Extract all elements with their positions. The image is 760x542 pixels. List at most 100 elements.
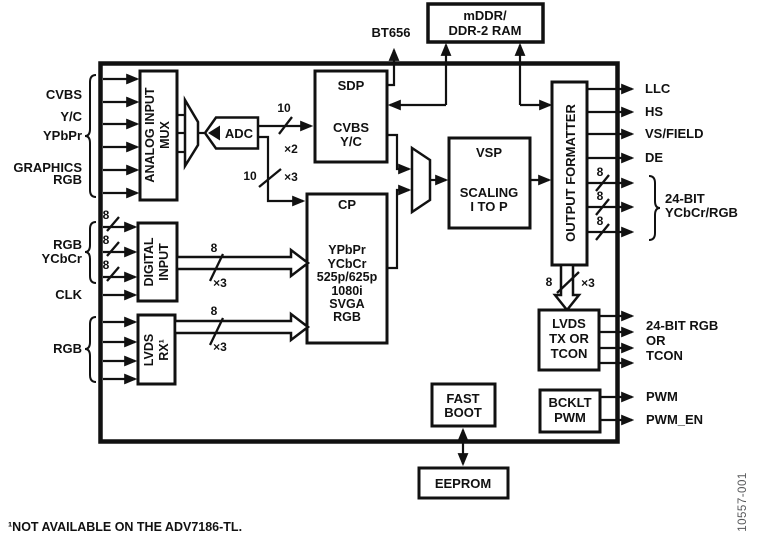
- sdp-cp-mux-trapezoid: [410, 145, 432, 215]
- digital-input-label-rgb: RGB: [53, 237, 82, 252]
- bus-width-slash: [106, 241, 120, 257]
- adc-shape: [203, 116, 260, 150]
- output-formatter-box: [550, 80, 589, 267]
- lvds-inputs-brace: [84, 316, 97, 383]
- digital-to-cp-bus-arrow: [175, 247, 311, 279]
- digital-input-label-1: DIGITAL: [142, 237, 156, 286]
- lvds-tx-outputs-group: 24-BIT RGB OR TCON: [599, 310, 718, 369]
- adc-to-cp-line: [258, 135, 306, 207]
- figure-number: 10557-001: [737, 472, 749, 532]
- analog-input-mux-label-2: MUX: [158, 120, 172, 148]
- bus-width-slash: [106, 216, 120, 232]
- vsp-title: VSP: [476, 145, 502, 160]
- pwm-outputs-group: PWM PWM_EN: [600, 389, 703, 427]
- bus-width-slash: [258, 168, 282, 188]
- cp-line-1080i: 1080i: [331, 284, 362, 298]
- digital-input-label-ycbcr: YCbCr: [42, 251, 82, 266]
- clk-label: CLK: [55, 287, 82, 302]
- lvds-rx-box: [136, 313, 177, 386]
- cp-title: CP: [338, 197, 356, 212]
- bus-width-slash: [556, 271, 580, 294]
- lvds-tx-label-2: TX OR: [549, 331, 589, 346]
- digital-input-label-2: INPUT: [157, 243, 171, 281]
- bus-width-8: 8: [211, 241, 218, 255]
- bus-multiplier-x3: ×3: [213, 340, 227, 354]
- eeprom-box: [417, 466, 510, 500]
- bcklt-pwm-label-1: BCKLT: [548, 395, 591, 410]
- lvds-rx-label-2: RX¹: [157, 339, 171, 361]
- analog-input-mux-label-1: ANALOG INPUT: [143, 87, 157, 183]
- cp-line-rgb: RGB: [333, 310, 361, 324]
- bus-width-slash: [208, 253, 225, 282]
- ram-label-1: mDDR/: [463, 8, 507, 23]
- digital-inputs-group: RGB YCbCr 8 8 8 CLK: [42, 208, 138, 302]
- pwm-en-label: PWM_EN: [646, 412, 703, 427]
- lvds-rx-block: LVDS RX¹: [136, 313, 177, 386]
- vsp-line-scaling: SCALING: [460, 185, 519, 200]
- bus-width-8: 8: [103, 258, 110, 272]
- llc-label: LLC: [645, 81, 671, 96]
- cp-to-mux-line: [387, 184, 412, 270]
- bcklt-pwm-block: BCKLT PWM: [538, 388, 602, 434]
- bus-width-10: 10: [277, 101, 291, 115]
- lvds-tx-label-1: LVDS: [552, 316, 586, 331]
- analog-mux-trapezoid: [183, 95, 200, 171]
- digital-input-block: DIGITAL INPUT: [136, 221, 179, 303]
- bus-width-slash: [106, 266, 120, 282]
- analog-inputs-group: CVBS Y/C YPbPr GRAPHICS RGB: [13, 73, 140, 199]
- analog-input-mux-box: [138, 69, 179, 202]
- lvds-tx-box: [537, 308, 601, 372]
- fast-boot-label-2: BOOT: [444, 405, 482, 420]
- lvds-inputs-group: RGB: [53, 316, 138, 385]
- bcklt-pwm-label-2: PWM: [554, 410, 586, 425]
- analog-input-mux-block: ANALOG INPUT MUX: [138, 69, 179, 202]
- output-formatter-label: OUTPUT FORMATTER: [563, 104, 578, 242]
- formatter-to-lvdstx-bus-arrow: [552, 263, 582, 313]
- lvds-tx-output-label-1: 24-BIT RGB: [646, 318, 718, 333]
- cp-line-svga: SVGA: [329, 297, 364, 311]
- bus-multiplier-x2: ×2: [284, 142, 298, 156]
- lvds-tx-label-3: TCON: [551, 346, 588, 361]
- fast-boot-block: FAST BOOT: [430, 382, 497, 428]
- bus-width-8: 8: [597, 214, 604, 228]
- cp-line-ycbcr: YCbCr: [328, 257, 367, 271]
- lvds-rx-label-1: LVDS: [142, 334, 156, 366]
- analog-inputs-brace: [84, 74, 97, 198]
- analog-input-label-ypbpr: YPbPr: [43, 128, 82, 143]
- sdp-block: SDP CVBS Y/C: [313, 69, 389, 164]
- footnote: ¹NOT AVAILABLE ON THE ADV7186-TL.: [8, 520, 242, 534]
- bt656-arrow: [387, 47, 400, 87]
- hs-label: HS: [645, 104, 663, 119]
- cp-block: CP YPbPr YCbCr 525p/625p 1080i SVGA RGB: [305, 192, 389, 345]
- bt656-output-group: BT656: [371, 25, 411, 87]
- pixel-bus-label-2: YCbCr/RGB: [665, 205, 738, 220]
- bcklt-pwm-box: [538, 388, 602, 434]
- bus-width-slash: [208, 317, 225, 346]
- bus-width-10: 10: [243, 169, 257, 183]
- ram-block: mDDR/ DDR-2 RAM: [426, 2, 545, 44]
- sdp-box: [313, 69, 389, 164]
- adc-input-arrowhead: [208, 125, 220, 141]
- bus-width-8: 8: [103, 233, 110, 247]
- sdp-title: SDP: [338, 78, 365, 93]
- sdp-line-yc: Y/C: [340, 134, 362, 149]
- analog-input-label-rgb: RGB: [53, 172, 82, 187]
- bus-width-8: 8: [103, 208, 110, 222]
- analog-input-label-cvbs: CVBS: [46, 87, 82, 102]
- bus-width-8: 8: [211, 304, 218, 318]
- chip-boundary: [98, 61, 620, 444]
- bus-width-8: 8: [546, 275, 553, 289]
- sync-outputs-group: LLC HS VS/FIELD DE: [587, 81, 704, 165]
- sdp-to-mux-line: [387, 133, 412, 175]
- cp-line-ypbpr: YPbPr: [328, 243, 366, 257]
- adc-block: ADC: [203, 116, 260, 150]
- fast-boot-label-1: FAST: [446, 391, 479, 406]
- analog-input-label-graphics: GRAPHICS: [13, 160, 82, 175]
- lvds-input-label-rgb: RGB: [53, 341, 82, 356]
- pwm-label: PWM: [646, 389, 678, 404]
- bus-multiplier-x3: ×3: [284, 170, 298, 184]
- vsp-line-itop: I TO P: [470, 199, 508, 214]
- lvds-tx-output-label-2: OR: [646, 333, 666, 348]
